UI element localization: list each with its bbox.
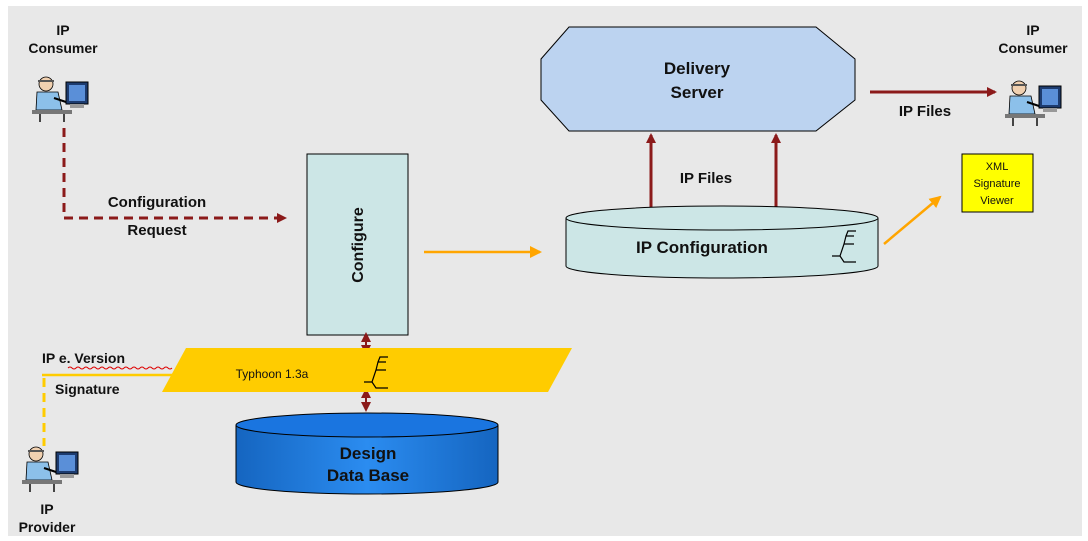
- ip-files-up-edge: IP Files: [646, 133, 781, 213]
- ip-provider-line2: Provider: [19, 519, 76, 535]
- delivery-server-line2: Server: [671, 83, 724, 102]
- delivery-server-node: Delivery Server: [540, 26, 856, 132]
- configuration-request-line1: Configuration: [108, 194, 206, 211]
- tree-structure-icon: [832, 230, 856, 263]
- ip-configuration-node: IP Configuration: [565, 205, 879, 279]
- configuration-request-arrow: [62, 128, 287, 223]
- ip-consumer-left-line2: Consumer: [28, 40, 98, 56]
- design-database-node: Design Data Base: [235, 412, 499, 495]
- design-db-line2: Data Base: [327, 466, 409, 485]
- typhoon-node: Typhoon 1.3a: [162, 348, 572, 392]
- ip-consumer-right-line2: Consumer: [998, 40, 1068, 56]
- configuration-request-edge: Configuration Request: [62, 128, 287, 239]
- configure-box: Configure: [306, 153, 409, 336]
- xml-viewer-line2: Signature: [973, 178, 1020, 190]
- ip-files-to-consumer-edge: IP Files: [870, 87, 997, 120]
- xml-viewer-line3: Viewer: [980, 195, 1014, 207]
- ip-consumer-right: IP Consumer: [998, 22, 1068, 126]
- ip-consumer-right-line1: IP: [1026, 22, 1039, 38]
- signature-label: Signature: [55, 381, 120, 397]
- provider-link-edge: IP e. Version Signature: [42, 350, 173, 446]
- ip-files-up-label: IP Files: [680, 170, 732, 187]
- tree-structure-icon: [364, 356, 388, 389]
- spellcheck-underline: [67, 366, 173, 370]
- configure-label: Configure: [350, 207, 367, 283]
- ip-provider-line1: IP: [40, 501, 53, 517]
- xml-viewer-line1: XML: [986, 161, 1009, 173]
- xml-signature-viewer-node: XML Signature Viewer: [961, 153, 1034, 213]
- ip-provider: IP Provider: [19, 446, 79, 535]
- ip-consumer-left-line1: IP: [56, 22, 69, 38]
- computer-user-icon: [22, 446, 79, 492]
- typhoon-label: Typhoon 1.3a: [236, 367, 309, 381]
- computer-user-icon: [1005, 80, 1062, 126]
- delivery-server-line1: Delivery: [664, 59, 731, 78]
- ipconfig-to-viewer-arrow: [883, 195, 942, 245]
- ip-files-right-label: IP Files: [899, 103, 951, 120]
- ip-e-version-label: IP e. Version: [42, 350, 125, 366]
- configuration-request-line2: Request: [127, 222, 186, 239]
- design-db-line1: Design: [340, 444, 397, 463]
- ip-configuration-label: IP Configuration: [636, 238, 768, 257]
- ip-consumer-left: IP Consumer: [28, 22, 98, 122]
- computer-user-icon: [32, 76, 89, 122]
